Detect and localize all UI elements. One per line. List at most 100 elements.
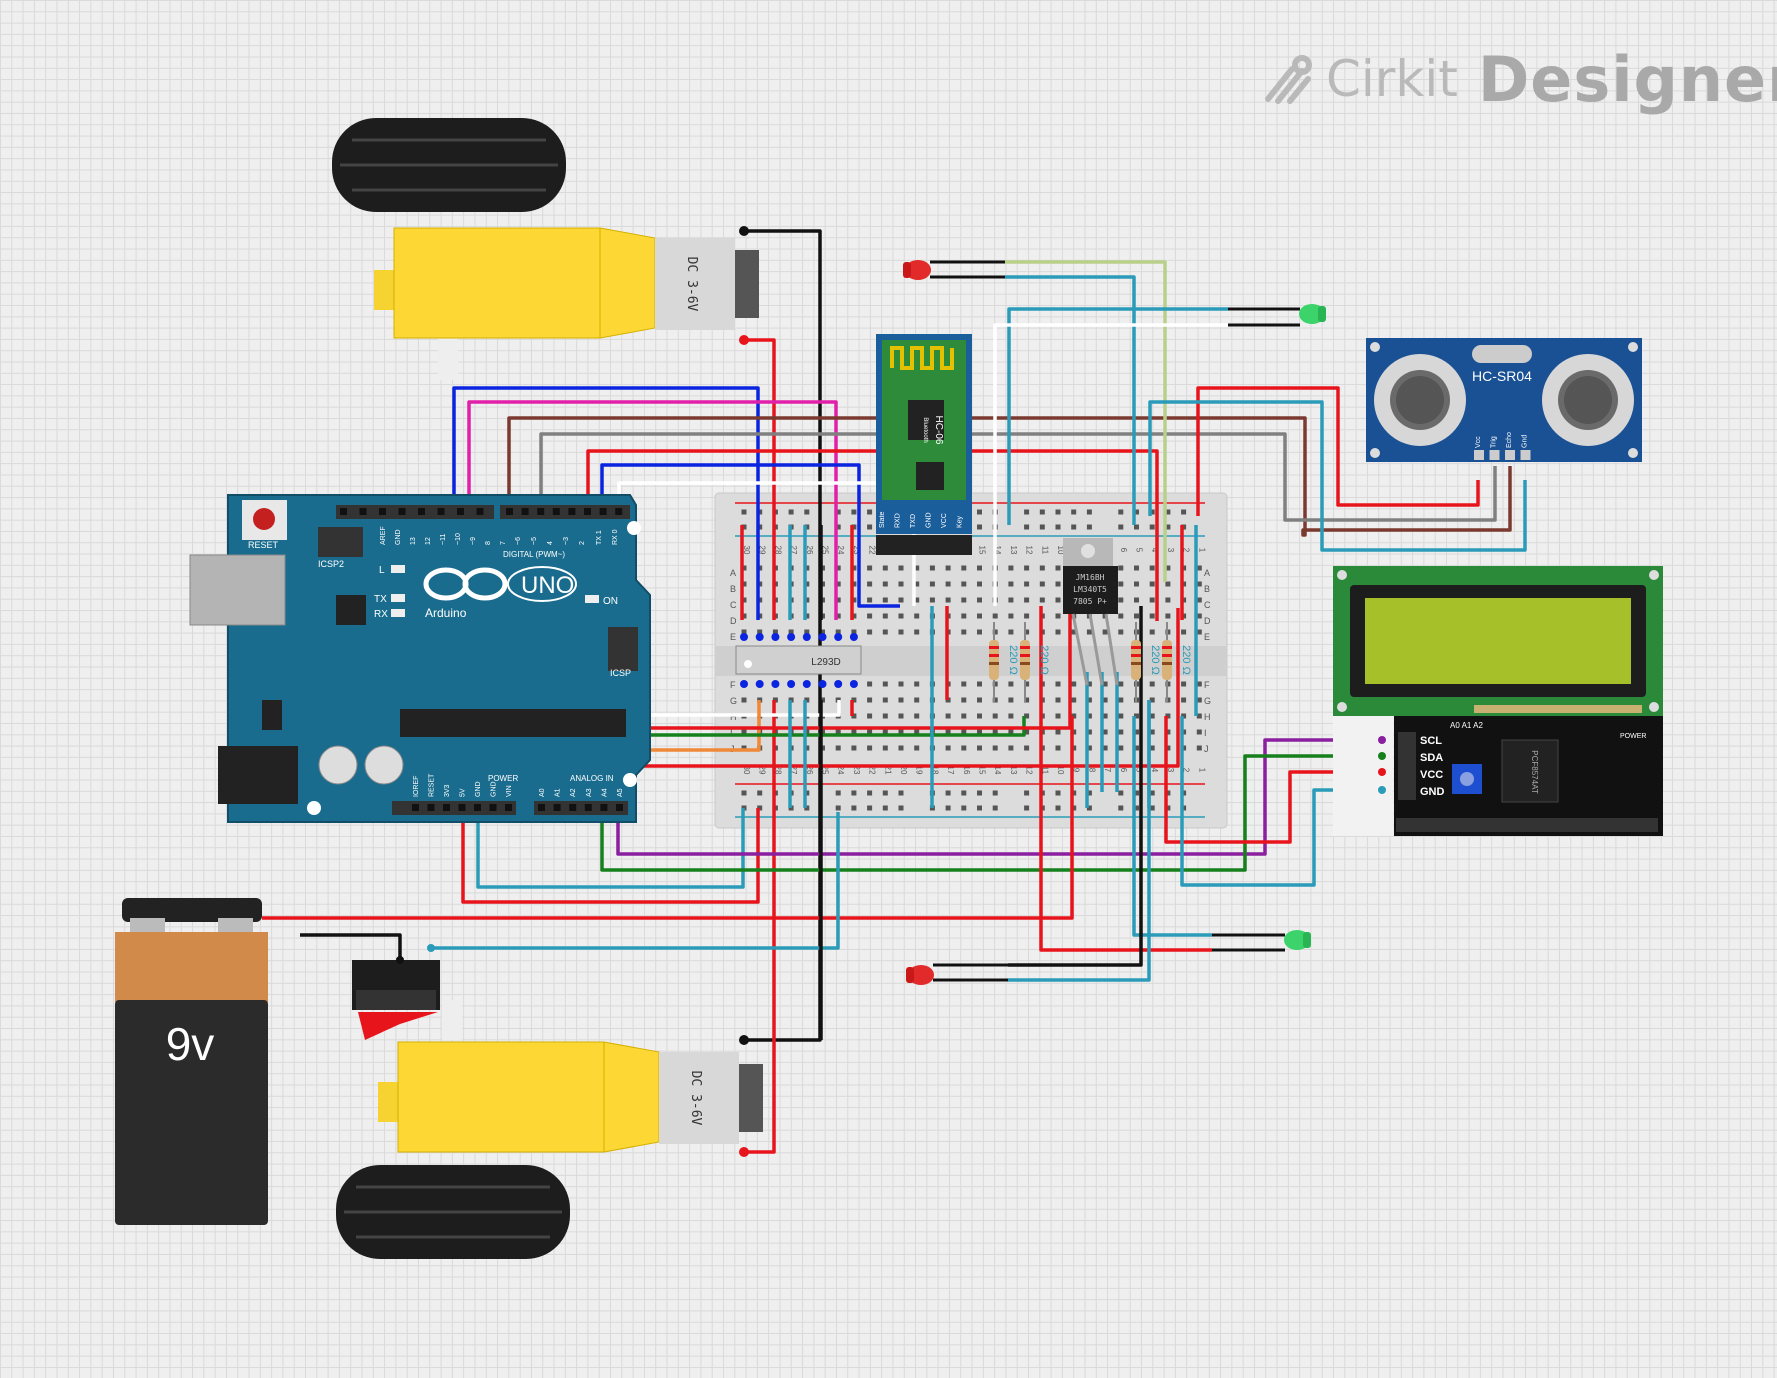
bb-hole[interactable] [1055, 565, 1061, 571]
bb-rail-hole[interactable] [804, 509, 810, 515]
bb-hole[interactable] [851, 629, 857, 635]
bb-hole[interactable] [1165, 613, 1171, 619]
bb-hole[interactable] [914, 713, 920, 719]
bb-rail-hole[interactable] [961, 805, 967, 811]
bb-rail-hole[interactable] [1149, 524, 1155, 530]
voltage-regulator[interactable]: JM16BH LM340T5 7805 P+ [1063, 538, 1119, 686]
bb-hole[interactable] [1024, 629, 1030, 635]
power-pin[interactable] [427, 804, 435, 811]
bb-hole[interactable] [1165, 581, 1171, 587]
bb-hole[interactable] [867, 629, 873, 635]
bb-hole[interactable] [1102, 745, 1108, 751]
bb-hole[interactable] [1008, 629, 1014, 635]
digital-pin[interactable] [476, 508, 484, 515]
sr04-pin[interactable] [1489, 450, 1500, 460]
bb-rail-hole[interactable] [945, 805, 951, 811]
bb-hole[interactable] [757, 629, 763, 635]
bb-hole[interactable] [898, 713, 904, 719]
bb-rail-hole[interactable] [1024, 509, 1030, 515]
digital-pin[interactable] [552, 508, 560, 515]
bb-hole[interactable] [867, 565, 873, 571]
bb-hole[interactable] [961, 697, 967, 703]
bb-rail-hole[interactable] [1165, 524, 1171, 530]
bb-hole[interactable] [867, 697, 873, 703]
bb-rail-hole[interactable] [1118, 805, 1124, 811]
bb-hole[interactable] [835, 629, 841, 635]
bb-hole[interactable] [882, 629, 888, 635]
bb-hole[interactable] [945, 565, 951, 571]
bb-hole[interactable] [1055, 729, 1061, 735]
bb-rail-hole[interactable] [977, 509, 982, 515]
bb-hole[interactable] [898, 597, 904, 603]
bb-rail-hole[interactable] [898, 790, 904, 796]
bb-hole[interactable] [867, 597, 873, 603]
bb-hole[interactable] [788, 629, 794, 635]
l293d-pin[interactable] [802, 680, 811, 688]
digital-pin[interactable] [398, 508, 406, 515]
dc-motor-top[interactable]: DC 3-6V [374, 226, 759, 380]
bb-hole[interactable] [914, 697, 920, 703]
bb-hole[interactable] [1086, 629, 1092, 635]
bb-hole[interactable] [741, 697, 747, 703]
bb-hole[interactable] [1196, 565, 1202, 571]
bb-hole[interactable] [851, 745, 857, 751]
digital-pin[interactable] [615, 508, 623, 515]
bb-hole[interactable] [804, 729, 810, 735]
bb-hole[interactable] [898, 565, 904, 571]
bb-hole[interactable] [867, 681, 873, 687]
bb-hole[interactable] [1196, 729, 1202, 735]
bb-hole[interactable] [1102, 713, 1108, 719]
bb-rail-hole[interactable] [1118, 509, 1124, 515]
bb-hole[interactable] [1024, 597, 1030, 603]
bb-hole[interactable] [835, 565, 841, 571]
bb-hole[interactable] [1055, 681, 1061, 687]
bb-rail-hole[interactable] [741, 509, 747, 515]
bb-hole[interactable] [929, 597, 935, 603]
bb-rail-hole[interactable] [741, 524, 747, 530]
bb-rail-hole[interactable] [1086, 805, 1092, 811]
l293d-pin[interactable] [771, 633, 780, 641]
bb-hole[interactable] [945, 581, 951, 587]
sr04-pin[interactable] [1474, 450, 1484, 460]
power-pin[interactable] [443, 804, 450, 811]
bb-rail-hole[interactable] [867, 790, 873, 796]
bb-hole[interactable] [1086, 697, 1092, 703]
bb-rail-hole[interactable] [1134, 524, 1139, 530]
reset-button-red[interactable] [253, 508, 275, 530]
bb-rail-hole[interactable] [1055, 790, 1061, 796]
sr04-pin[interactable] [1520, 450, 1531, 460]
bb-hole[interactable] [1196, 697, 1202, 703]
bb-hole[interactable] [1024, 713, 1030, 719]
bb-hole[interactable] [1008, 745, 1014, 751]
bb-hole[interactable] [882, 597, 888, 603]
bb-hole[interactable] [961, 729, 967, 735]
bb-rail-hole[interactable] [851, 509, 857, 515]
bb-hole[interactable] [741, 729, 747, 735]
analog-pin[interactable] [616, 804, 623, 811]
bb-hole[interactable] [929, 581, 935, 587]
bb-hole[interactable] [961, 613, 967, 619]
bb-hole[interactable] [898, 581, 904, 587]
bb-hole[interactable] [977, 581, 982, 587]
bb-hole[interactable] [1024, 565, 1030, 571]
bb-hole[interactable] [1149, 565, 1155, 571]
bb-rail-hole[interactable] [867, 805, 873, 811]
bb-hole[interactable] [741, 581, 747, 587]
bb-hole[interactable] [1149, 597, 1155, 603]
digital-pin[interactable] [599, 508, 607, 515]
bb-hole[interactable] [1008, 565, 1014, 571]
bb-hole[interactable] [882, 745, 888, 751]
bb-hole[interactable] [851, 713, 857, 719]
bb-rail-hole[interactable] [788, 509, 794, 515]
bb-hole[interactable] [992, 745, 998, 751]
bb-hole[interactable] [945, 745, 951, 751]
bb-hole[interactable] [867, 745, 873, 751]
bb-hole[interactable] [1008, 697, 1014, 703]
bb-hole[interactable] [914, 745, 920, 751]
bb-hole[interactable] [1134, 745, 1139, 751]
l293d-pin[interactable] [849, 680, 858, 688]
bb-hole[interactable] [1149, 581, 1155, 587]
bb-rail-hole[interactable] [835, 509, 841, 515]
